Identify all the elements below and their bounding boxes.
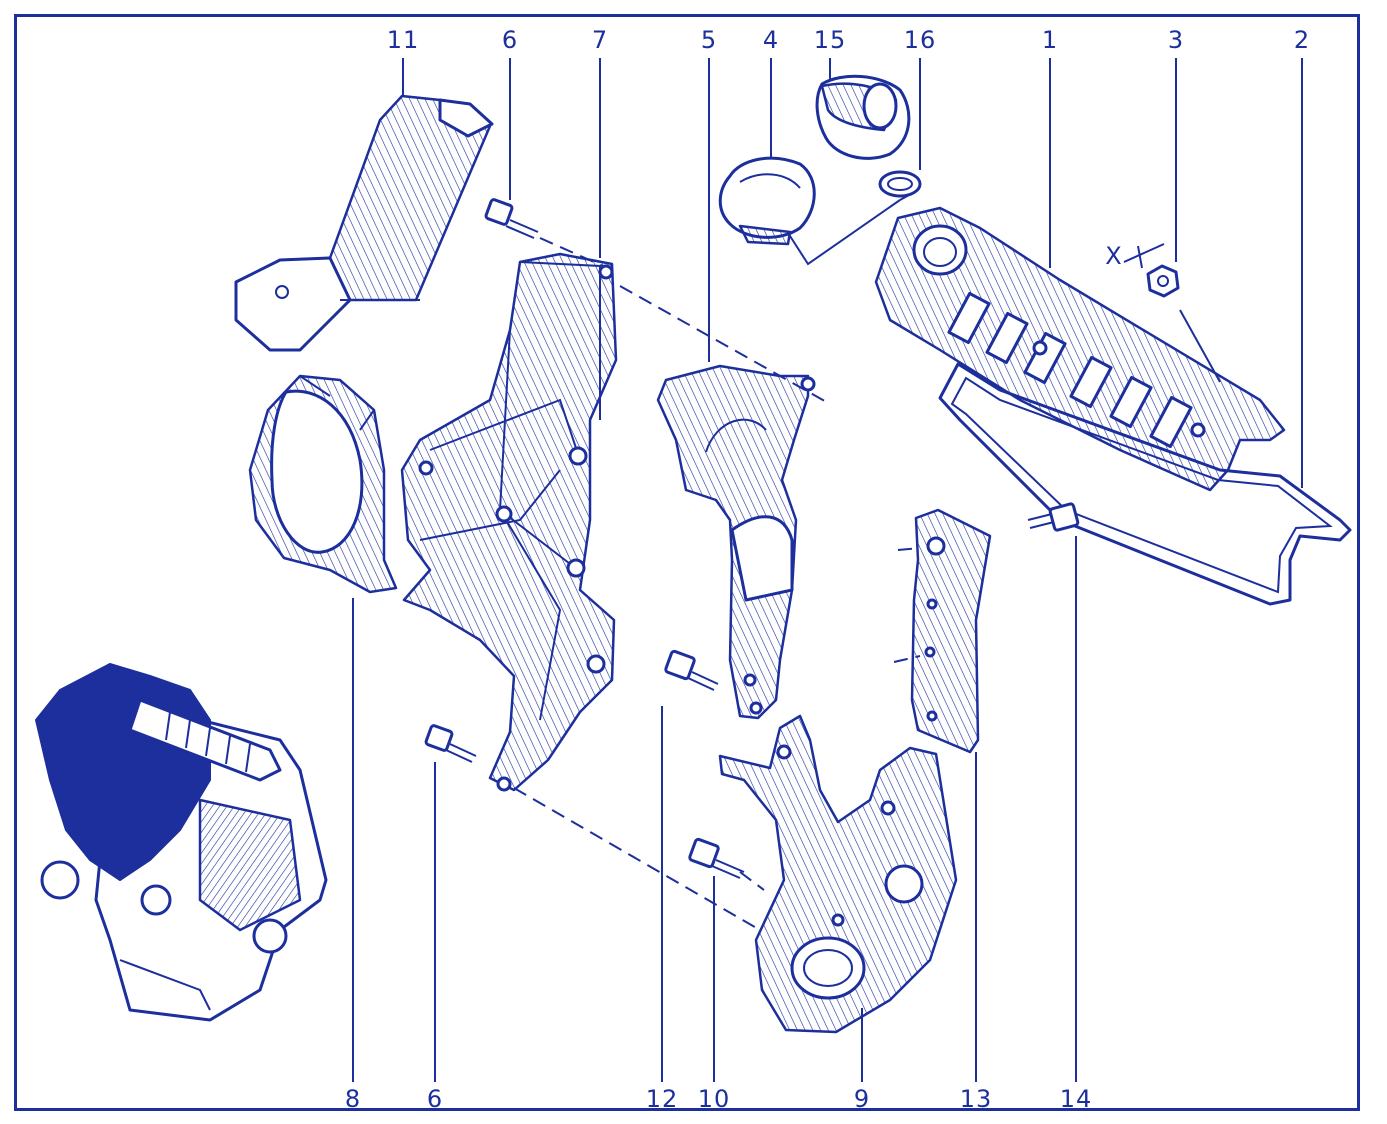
part-15-breather-cap <box>815 74 911 160</box>
callout-4-top: 4 <box>763 26 779 54</box>
callout-6-top: 6 <box>502 26 518 54</box>
callout-7-top: 7 <box>592 26 608 54</box>
callout-8-bottom: 8 <box>345 1085 361 1113</box>
callout-11-top: 11 <box>387 26 420 54</box>
callout-2-top: 2 <box>1294 26 1310 54</box>
part-1-rocker-cover <box>874 206 1286 492</box>
callout-15-top: 15 <box>814 26 847 54</box>
engine-locator-thumbnail <box>34 662 328 1022</box>
callout-3-top: 3 <box>1168 26 1184 54</box>
callout-14-bottom: 14 <box>1060 1085 1093 1113</box>
part-4-oil-filler-cap <box>718 156 816 246</box>
callout-10-bottom: 10 <box>698 1085 731 1113</box>
leader-lines <box>352 58 1303 1082</box>
bolt-10 <box>688 837 745 879</box>
callout-12-bottom: 12 <box>646 1085 679 1113</box>
part-8-small-timing-cover <box>248 374 398 594</box>
part-9-lower-timing-cover <box>718 714 958 1034</box>
bolt-14 <box>1027 502 1080 532</box>
alignment-lines <box>513 189 1221 931</box>
bolt-12 <box>664 649 719 691</box>
rocker-cover-ribs <box>947 291 1193 449</box>
part-5-front-cover <box>656 364 816 720</box>
callout-5-top: 5 <box>701 26 717 54</box>
axis-marker-x: X <box>1105 242 1122 270</box>
bolt-6-bottom <box>424 724 477 763</box>
engine-thumbnail-ribs <box>165 711 251 773</box>
part-7-timing-backplate <box>400 252 618 792</box>
bolt-6-top <box>484 198 539 239</box>
callout-16-top: 16 <box>904 26 937 54</box>
part-16-seal-ring <box>878 170 922 198</box>
callout-1-top: 1 <box>1042 26 1058 54</box>
callout-9-bottom: 9 <box>854 1085 870 1113</box>
part-13-strip-bracket <box>893 508 992 754</box>
callout-13-bottom: 13 <box>960 1085 993 1113</box>
part-11-upper-bracket <box>234 94 494 352</box>
callout-6-bottom: 6 <box>427 1085 443 1113</box>
part-3-nut: X <box>1105 242 1180 298</box>
